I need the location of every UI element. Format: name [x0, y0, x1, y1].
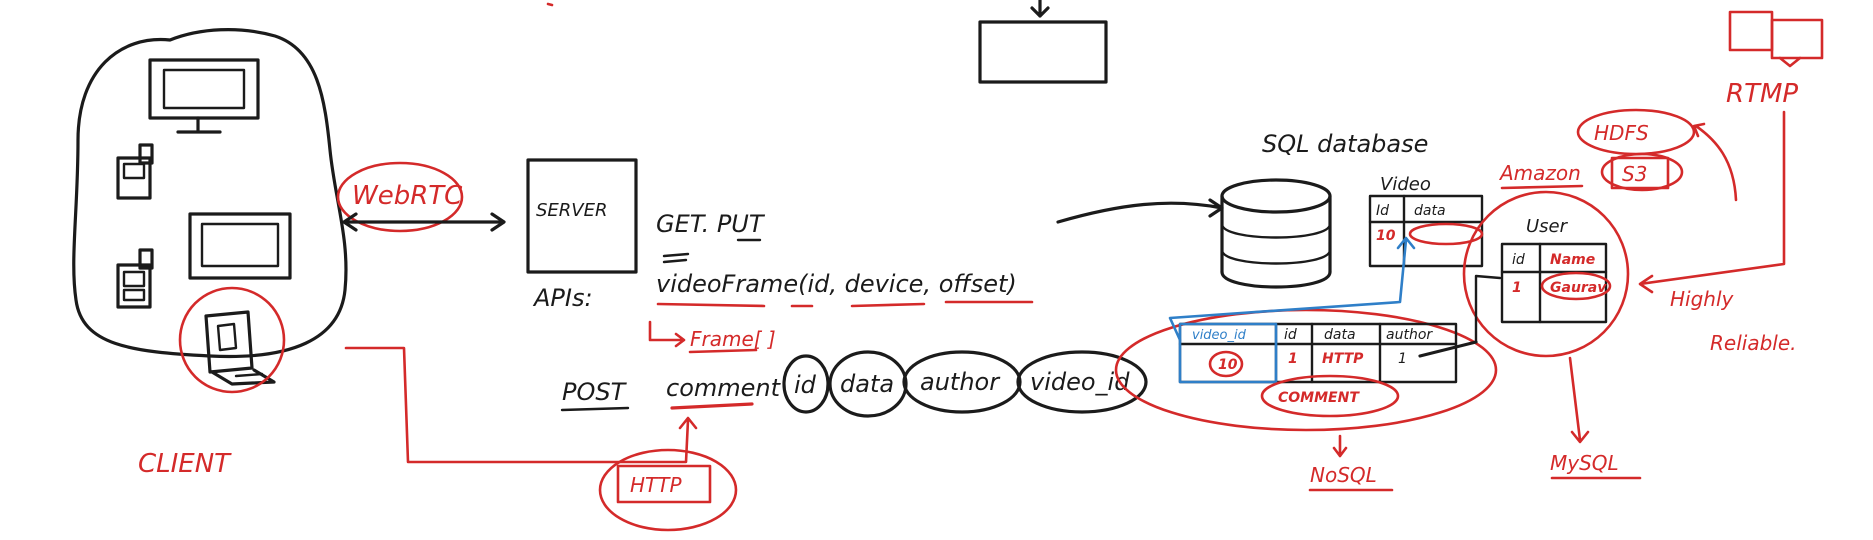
- api-block: GET. PUT APIs: videoFrame(id, device, of…: [532, 210, 1148, 418]
- rtmp-label: RTMP: [1726, 79, 1798, 109]
- http-label: HTTP: [630, 473, 682, 497]
- client-boundary: [72, 28, 348, 359]
- frame-return-arrow: [648, 320, 686, 348]
- param-data-label: data: [840, 370, 894, 398]
- webrtc-label: WebRTC: [352, 181, 463, 211]
- user-table-circle: [1462, 190, 1630, 358]
- frame-return-label: Frame[ ]: [690, 327, 776, 351]
- hdfs-label: HDFS: [1594, 121, 1649, 145]
- user-cell-name: Gaurav: [1550, 280, 1607, 296]
- comment-table-circle: [1114, 308, 1498, 432]
- amazon-label: Amazon: [1498, 161, 1581, 185]
- param-author-circle: [902, 350, 1022, 414]
- kiosk-icon: [204, 310, 276, 386]
- camera-icon: [1728, 10, 1824, 68]
- video-id-column-highlight: [1178, 322, 1278, 384]
- server-box: [526, 158, 638, 274]
- comment-table: video_id id data author 10 1 HTTP 1: [1178, 322, 1478, 384]
- video-table-title: Video: [1380, 174, 1431, 195]
- comment-title-circle: [1260, 374, 1400, 418]
- top-red-tick: [546, 2, 554, 7]
- param-video-id-label: video_id: [1030, 368, 1130, 396]
- phone-icon: [116, 143, 154, 200]
- user-cell-id: 1: [1512, 280, 1522, 296]
- param-id-label: id: [794, 371, 817, 399]
- param-video-id-circle: [1016, 350, 1148, 414]
- client-label: CLIENT: [138, 449, 232, 479]
- nosql-arrow: [1332, 434, 1348, 458]
- top-partial-box: [978, 0, 1108, 84]
- comment-header-author: author: [1386, 327, 1433, 343]
- rtmp-arrow: [1638, 110, 1786, 294]
- comment-cell-author: 1: [1398, 351, 1407, 367]
- s3-box: [1610, 156, 1670, 190]
- user-table: id Name 1 Gaurav: [1500, 242, 1612, 324]
- phone-icon-2: [116, 248, 154, 309]
- param-data-circle: [828, 350, 908, 418]
- highly-reliable-label: Highly: [1670, 287, 1735, 311]
- database-cylinder-icon: [1220, 178, 1332, 289]
- kiosk-highlight-circle: [178, 286, 286, 394]
- user-header-id: id: [1512, 252, 1525, 268]
- comment-cell-id: 1: [1288, 351, 1298, 367]
- comment-video-id-highlight: [1208, 350, 1244, 378]
- post-label: POST: [562, 378, 628, 406]
- hdfs-circle: [1576, 108, 1696, 156]
- comment-table-title: COMMENT: [1278, 390, 1360, 406]
- video-data-highlight: [1408, 222, 1484, 246]
- server-label: SERVER: [536, 200, 608, 221]
- video-cell-id: 10: [1376, 228, 1396, 244]
- client-group: CLIENT: [72, 28, 348, 479]
- comment-header-video-id: video_id: [1192, 328, 1247, 343]
- param-author-label: author: [920, 368, 1001, 396]
- sql-database-label: SQL database: [1262, 130, 1428, 158]
- mysql-label: MySQL: [1550, 451, 1619, 475]
- mysql-arrow: [1568, 356, 1590, 444]
- s3-label: S3: [1622, 162, 1647, 186]
- comment-cell-video-id: 10: [1218, 357, 1238, 373]
- comment-cell-data: HTTP: [1322, 351, 1364, 367]
- video-id-link: [1168, 236, 1416, 342]
- comment-method-label: comment: [666, 374, 782, 402]
- server-to-db-arrow: [1056, 198, 1224, 224]
- user-name-highlight: [1540, 271, 1612, 301]
- comment-header-id: id: [1284, 327, 1297, 343]
- http-circle: [598, 448, 738, 532]
- nosql-label: NoSQL: [1310, 463, 1377, 487]
- user-header-name: Name: [1550, 252, 1595, 268]
- param-id-circle: [782, 354, 830, 414]
- client-http-line: [344, 346, 690, 464]
- apis-label: APIs:: [532, 284, 593, 312]
- author-to-user-link: [1474, 274, 1502, 344]
- webrtc-circle: [336, 161, 464, 233]
- video-header-data: data: [1414, 203, 1446, 219]
- monitor-icon: [148, 58, 260, 134]
- highly-reliable-label-2: Reliable.: [1710, 331, 1796, 355]
- user-table-title: User: [1526, 216, 1569, 237]
- get-put-label: GET. PUT: [656, 210, 766, 238]
- webrtc-arrow: [342, 212, 506, 232]
- hdfs-arrow: [1692, 122, 1738, 202]
- video-frame-call: videoFrame(id, device, offset): [656, 270, 1017, 298]
- comment-header-data: data: [1324, 327, 1356, 343]
- video-header-id: Id: [1376, 203, 1389, 219]
- tablet-icon: [188, 212, 292, 280]
- http-box: [616, 464, 712, 504]
